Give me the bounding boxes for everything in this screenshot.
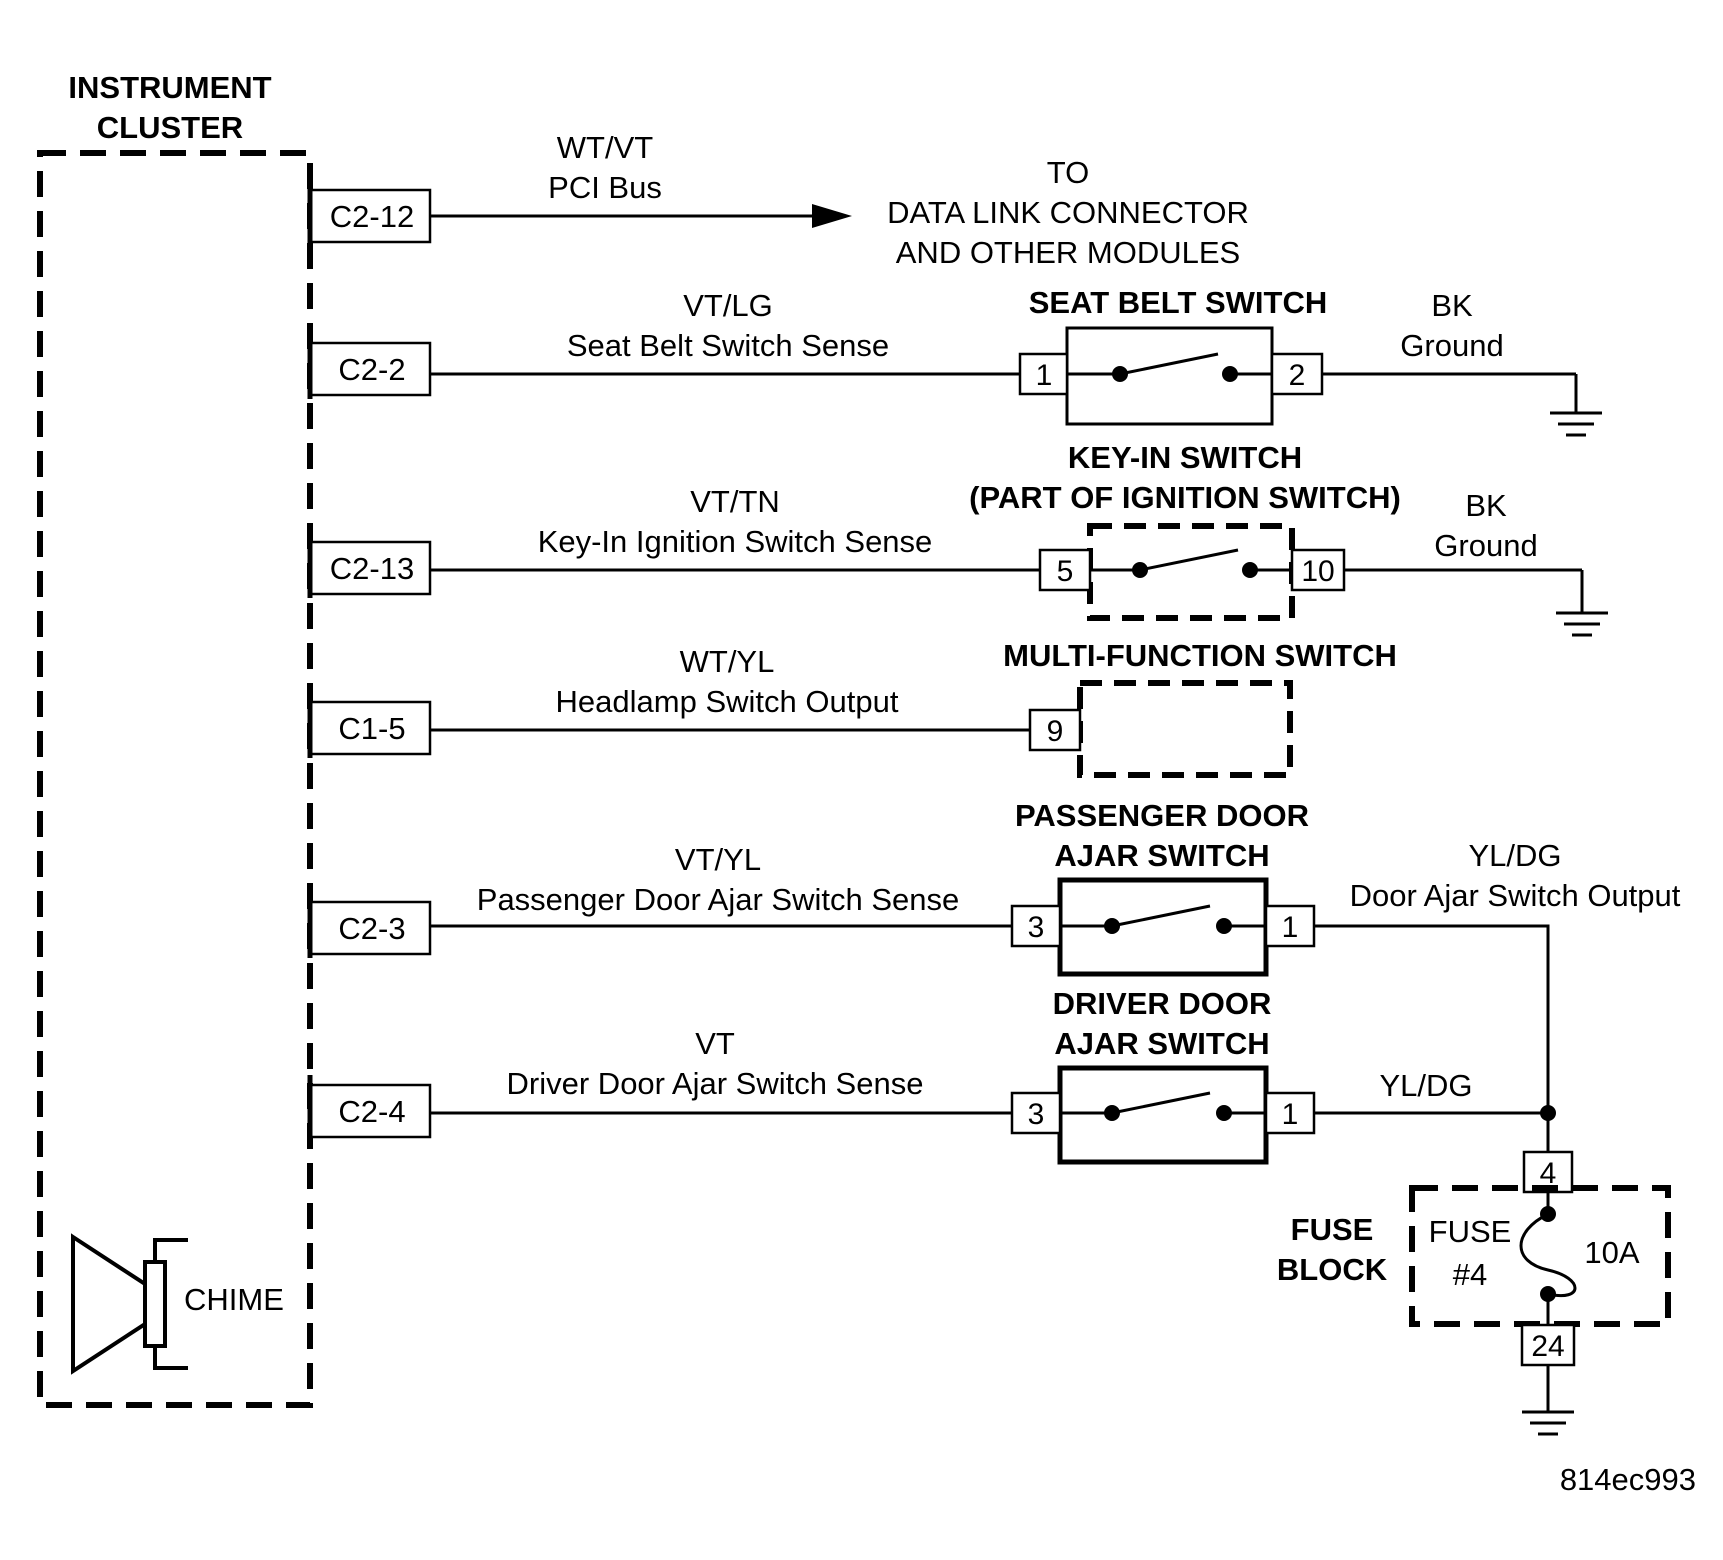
connector-c2-3: C2-3	[307, 892, 432, 958]
driver-door-pin-1: 1	[1282, 1098, 1299, 1131]
seat-belt-ground-name: Ground	[1400, 328, 1503, 363]
key-in-pin-10: 10	[1301, 555, 1334, 588]
connector-c2-4-label: C2-4	[338, 1094, 405, 1129]
figure-id: 814ec993	[1560, 1462, 1696, 1497]
key-in-switch-title-line2: (PART OF IGNITION SWITCH)	[969, 480, 1401, 515]
fuse-icon	[1519, 1212, 1577, 1297]
headlamp-wire-name: Headlamp Switch Output	[556, 684, 899, 719]
ground-icon	[1522, 1365, 1574, 1436]
passenger-door-ajar-switch: 3 1	[1010, 877, 1316, 977]
key-in-wire-name: Key-In Ignition Switch Sense	[538, 524, 933, 559]
connector-c2-13-label: C2-13	[330, 551, 414, 586]
fuse-block-pin-4: 4	[1540, 1157, 1557, 1190]
connector-c1-5-label: C1-5	[338, 711, 405, 746]
passenger-wire-color: VT/YL	[675, 842, 761, 877]
driver-wire-color: VT	[695, 1026, 735, 1061]
pci-wire-color: WT/VT	[557, 130, 653, 165]
destination-line2: DATA LINK CONNECTOR	[887, 195, 1249, 230]
key-in-pin-5: 5	[1057, 555, 1074, 588]
passenger-wire-name: Passenger Door Ajar Switch Sense	[477, 882, 959, 917]
seat-belt-wire-color: VT/LG	[683, 288, 773, 323]
connector-c2-4: C2-4	[307, 1075, 432, 1141]
instrument-cluster: INSTRUMENT CLUSTER	[37, 70, 313, 1408]
destination-line3: AND OTHER MODULES	[896, 235, 1240, 270]
driver-door-title-line2: AJAR SWITCH	[1054, 1026, 1269, 1061]
connector-c2-13: C2-13	[307, 532, 432, 598]
multi-function-switch-title: MULTI-FUNCTION SWITCH	[1003, 638, 1397, 673]
passenger-door-pin-1: 1	[1282, 911, 1299, 944]
seat-belt-pin-1: 1	[1036, 359, 1053, 392]
chime-label: CHIME	[184, 1282, 284, 1317]
driver-door-title-line1: DRIVER DOOR	[1053, 986, 1272, 1021]
destination-line1: TO	[1047, 155, 1090, 190]
driver-output-wire-color: YL/DG	[1379, 1068, 1472, 1103]
door-output-wire-name: Door Ajar Switch Output	[1350, 878, 1681, 913]
passenger-door-title-line1: PASSENGER DOOR	[1015, 798, 1309, 833]
multi-function-switch: 9	[1028, 680, 1293, 778]
pci-bus-wire	[430, 204, 852, 228]
ground-icon	[1550, 374, 1602, 437]
fuse-number: #4	[1453, 1257, 1487, 1292]
fuse-block-title-line2: BLOCK	[1277, 1252, 1388, 1287]
chime-speaker-icon	[71, 1233, 188, 1375]
pci-wire-name: PCI Bus	[548, 170, 662, 205]
fuse-block-title-line1: FUSE	[1291, 1212, 1374, 1247]
seat-belt-switch-title: SEAT BELT SWITCH	[1029, 285, 1328, 320]
connector-c2-2-label: C2-2	[338, 352, 405, 387]
headlamp-wire-color: WT/YL	[680, 644, 775, 679]
key-in-switch-title-line1: KEY-IN SWITCH	[1068, 440, 1302, 475]
fuse-rating: 10A	[1584, 1235, 1639, 1270]
instrument-cluster-boundary	[37, 150, 313, 1408]
key-in-wire-color: VT/TN	[690, 484, 780, 519]
driver-door-pin-3: 3	[1028, 1098, 1045, 1131]
seat-belt-wire-name: Seat Belt Switch Sense	[567, 328, 889, 363]
fuse-label: FUSE	[1429, 1214, 1512, 1249]
seat-belt-pin-2: 2	[1289, 359, 1306, 392]
connector-c2-12-label: C2-12	[330, 199, 414, 234]
driver-wire-name: Driver Door Ajar Switch Sense	[507, 1066, 924, 1101]
multi-function-pin-9: 9	[1047, 715, 1064, 748]
instrument-cluster-title-line2: CLUSTER	[97, 110, 243, 145]
passenger-door-pin-3: 3	[1028, 911, 1045, 944]
connector-c2-2: C2-2	[307, 335, 432, 399]
door-output-wire-color: YL/DG	[1468, 838, 1561, 873]
door-ajar-output-wire	[1314, 924, 1550, 1113]
connector-c2-3-label: C2-3	[338, 911, 405, 946]
passenger-door-title-line2: AJAR SWITCH	[1054, 838, 1269, 873]
instrument-cluster-title-line1: INSTRUMENT	[68, 70, 271, 105]
key-in-ground-color: BK	[1465, 488, 1507, 523]
connector-c1-5: C1-5	[307, 692, 432, 758]
arrow-right-icon	[812, 204, 852, 228]
ground-icon	[1556, 570, 1608, 637]
key-in-switch: 5 10	[1038, 523, 1346, 621]
seat-belt-ground-color: BK	[1431, 288, 1473, 323]
fuse-block-pin-24: 24	[1531, 1330, 1564, 1363]
connector-c2-12: C2-12	[307, 172, 432, 246]
fuse-block: 4 24 FUSE #4 10A	[1409, 1150, 1671, 1367]
key-in-ground-name: Ground	[1434, 528, 1537, 563]
driver-door-ajar-switch: 3 1	[1010, 1065, 1316, 1165]
seat-belt-switch: 1 2	[1018, 326, 1324, 426]
